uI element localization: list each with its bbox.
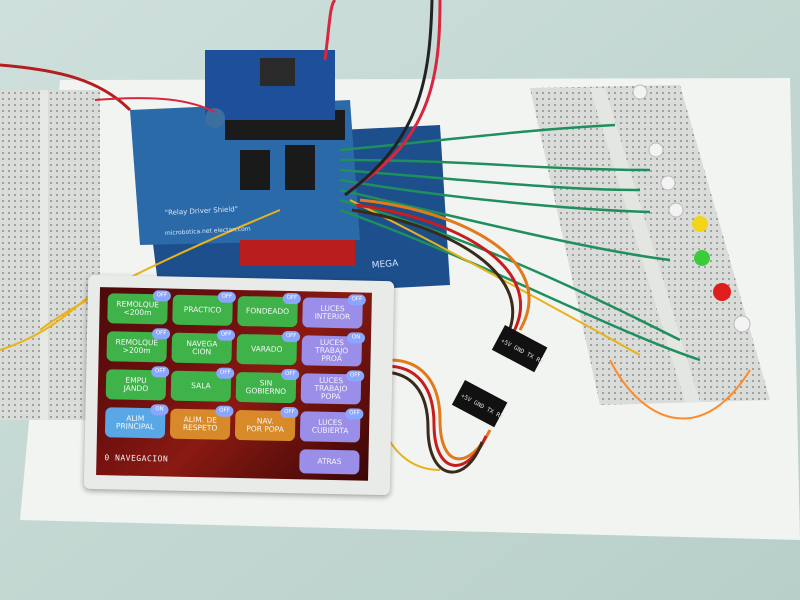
shield-label: "Relay Driver Shield" <box>165 205 239 217</box>
servo-ribbon <box>351 198 531 474</box>
red-wire-left-2 <box>94 97 216 113</box>
black-wire-long <box>344 0 434 197</box>
panel-button-label: LUCES INTERIOR <box>314 303 351 322</box>
status-line: 0 NAVEGACION <box>104 453 169 464</box>
panel-button[interactable]: SALA OFF <box>170 367 235 402</box>
panel-button-label: EMPU JANDO <box>123 375 149 394</box>
back-button-label: ATRAS <box>317 456 342 467</box>
state-badge: OFF <box>345 408 364 420</box>
state-badge: OFF <box>281 368 300 381</box>
state-badge: OFF <box>216 367 235 379</box>
capacitor <box>205 108 225 128</box>
panel-button-label: LUCES TRABAJO POPA <box>314 375 348 402</box>
panel-button-label: NAVEGA CION <box>186 338 218 357</box>
panel-button-label: VARADO <box>250 344 283 354</box>
green-wires <box>339 123 701 362</box>
arduino-label: MEGA <box>371 259 399 271</box>
connector-module-b: +5V GND TX RX <box>451 380 508 428</box>
panel-button-label: REMOLQUE <200m <box>116 299 160 318</box>
state-badge: OFF <box>216 329 236 341</box>
back-button[interactable]: ATRAS <box>299 449 360 475</box>
vendor-label: microbotica.net electan.com <box>165 226 251 237</box>
state-badge: OFF <box>282 292 301 305</box>
left-breadboard-channel <box>40 90 48 420</box>
state-badge: OFF <box>217 291 236 303</box>
panel-button-label: LUCES CUBIERTA <box>311 417 349 436</box>
red-wire-left <box>0 63 132 112</box>
red-wire-top <box>323 0 337 61</box>
panel-button-label: LUCES TRABAJO PROA <box>315 337 349 364</box>
state-badge: OFF <box>215 405 234 417</box>
state-badge: OFF <box>152 290 171 302</box>
orange-wire-right <box>609 359 751 420</box>
red-wire-long <box>349 0 442 192</box>
ic-chip-1 <box>240 150 270 190</box>
panel-button-label: PRACTICO <box>183 304 222 315</box>
inductor <box>260 58 295 86</box>
panel-button-label: NAV. POR POPA <box>246 416 284 434</box>
panel-button-label: ALIM. DE RESPETO <box>182 414 218 433</box>
state-badge: ON <box>346 332 366 344</box>
state-badge: OFF <box>151 366 170 378</box>
red-header <box>240 240 355 266</box>
panel-button-label: REMOLQUE >200m <box>115 337 159 356</box>
panel-button-label: SIN GOBIERNO <box>245 378 287 396</box>
state-badge: OFF <box>151 328 171 340</box>
panel-button-label: SALA <box>191 381 211 391</box>
leds <box>632 84 751 333</box>
state-badge: OFF <box>281 330 301 343</box>
ic-chip-2 <box>285 145 315 190</box>
state-badge: OFF <box>346 370 365 382</box>
state-badge: ON <box>150 404 169 416</box>
panel-button-label: FONDEADO <box>245 306 290 317</box>
left-breadboard <box>0 90 100 420</box>
state-badge: OFF <box>347 294 366 306</box>
right-breadboard-channel <box>590 88 700 402</box>
state-badge: OFF <box>280 406 299 419</box>
panel-button-label: ALIM PRINCIPAL <box>115 413 155 432</box>
